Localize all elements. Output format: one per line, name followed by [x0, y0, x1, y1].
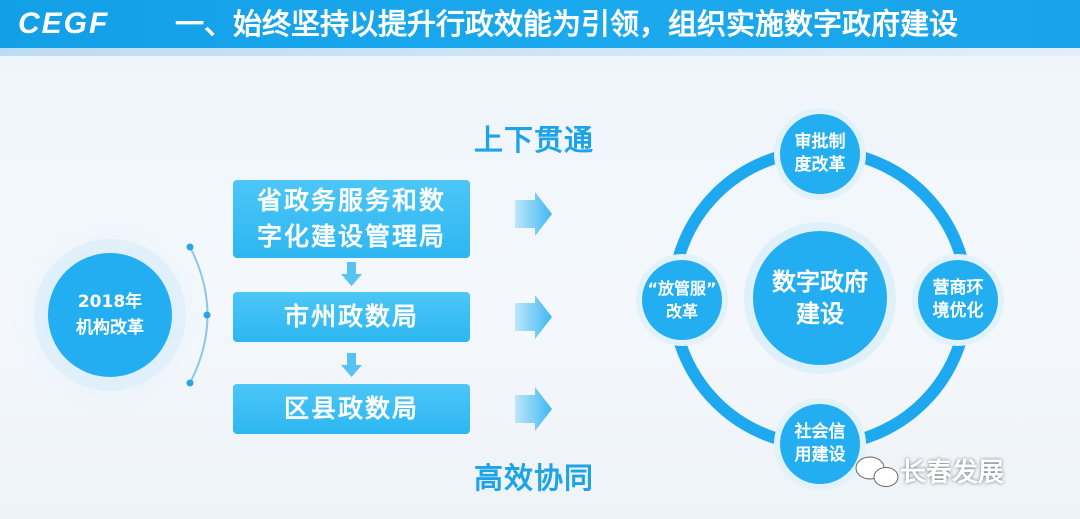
- title-bar: CEGF 一、始终坚持以提升行政效能为引领，组织实施数字政府建设: [0, 0, 1080, 48]
- county-bureau-box: 区县政数局: [233, 384, 470, 434]
- center-circle-label: 数字政府 建设: [753, 266, 887, 330]
- label-efficient: 高效协同: [474, 461, 595, 495]
- top-node-line-1: 审批制: [794, 132, 846, 152]
- wechat-icon: [855, 456, 899, 487]
- right-arrow-1: [515, 192, 552, 236]
- watermark-text: 长春发展: [900, 458, 1005, 488]
- right-node-label: 营商环 境优化: [918, 277, 998, 323]
- county-box-label: 区县政数局: [283, 394, 419, 423]
- right-node-line-1: 营商环: [932, 278, 984, 298]
- right-arrow-2: [515, 295, 552, 339]
- bottom-node-line-2: 用建设: [794, 445, 846, 465]
- bottom-node-label: 社会信 用建设: [780, 421, 860, 467]
- center-circle: [753, 231, 887, 365]
- province-box-line-2: 字化建设管理局: [256, 222, 446, 251]
- left-node-line-2: 改革: [665, 302, 698, 321]
- top-node-label: 审批制 度改革: [780, 131, 860, 177]
- header-underline: [0, 48, 1080, 56]
- top-node: [780, 114, 860, 194]
- top-node-line-2: 度改革: [794, 155, 846, 175]
- reform-line-1: 2018年: [77, 292, 143, 312]
- center-line-1: 数字政府: [772, 268, 868, 296]
- province-box-line-1: 省政务服务和数: [256, 186, 446, 215]
- page-title: 一、始终坚持以提升行政效能为引领，组织实施数字政府建设: [175, 7, 959, 41]
- bottom-node-line-1: 社会信: [794, 422, 846, 442]
- bracket-dot-mid: [203, 311, 211, 319]
- right-arrow-3: [515, 387, 552, 431]
- right-node: [918, 260, 998, 340]
- left-node: [642, 260, 722, 340]
- cegf-logo: CEGF: [18, 7, 110, 40]
- bottom-node: [780, 404, 860, 484]
- center-line-2: 建设: [796, 300, 844, 328]
- left-node-line-1: “放管服”: [647, 279, 717, 298]
- reform-circle-label: 2018年 机构改革: [48, 289, 172, 341]
- down-arrow-1: [341, 262, 362, 286]
- city-bureau-box: 市州政数局: [233, 292, 470, 342]
- bracket-dot-top: [186, 243, 194, 251]
- left-node-label: “放管服” 改革: [636, 277, 728, 323]
- city-box-label: 市州政数局: [283, 302, 419, 331]
- label-top-down: 上下贯通: [474, 123, 595, 157]
- reform-line-2: 机构改革: [76, 318, 144, 338]
- bracket-dot-bottom: [186, 379, 194, 387]
- down-arrow-2: [341, 353, 362, 377]
- right-node-line-2: 境优化: [932, 301, 984, 321]
- reform-circle: [48, 253, 172, 377]
- province-bureau-box: 省政务服务和数 字化建设管理局: [233, 180, 470, 258]
